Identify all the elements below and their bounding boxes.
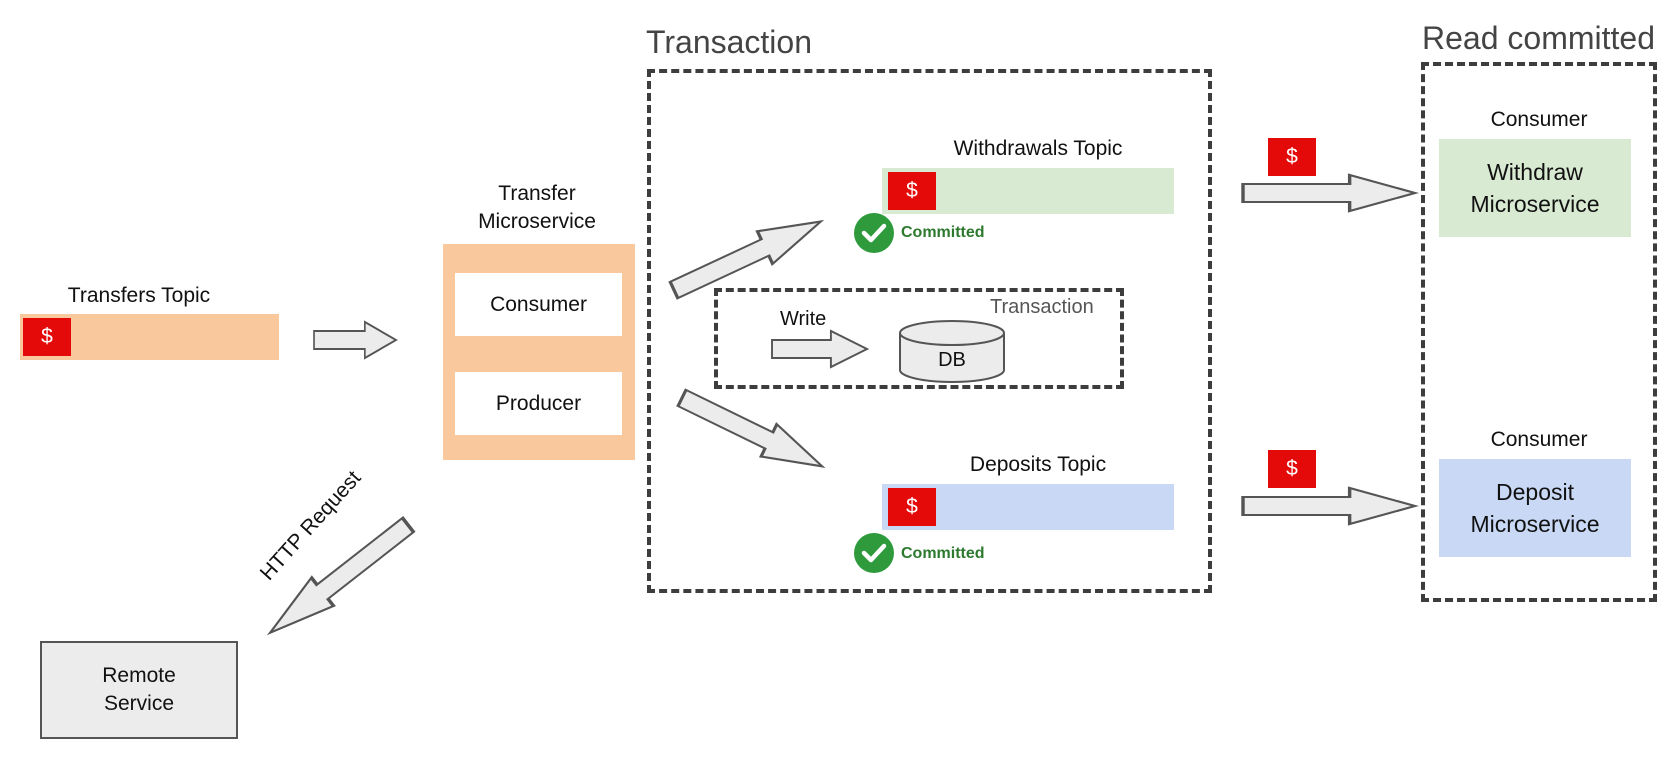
database-icon <box>899 320 1005 383</box>
transfer-consumer-box: Consumer <box>455 273 622 336</box>
deposit-incoming-dollar: $ <box>1268 450 1316 488</box>
withdraw-microservice-line2: Microservice <box>1470 191 1600 217</box>
transaction-title: Transaction <box>646 24 812 60</box>
withdraw-consumer-label: Consumer <box>1490 108 1588 131</box>
withdrawals-topic-label: Withdrawals Topic <box>953 137 1123 160</box>
db-label: DB <box>938 348 966 371</box>
deposits-topic-label: Deposits Topic <box>969 453 1107 476</box>
deposit-microservice-line2: Microservice <box>1470 511 1600 537</box>
deposit-consumer-label: Consumer <box>1490 428 1588 451</box>
write-label: Write <box>780 308 827 330</box>
read-committed-boundary <box>1421 62 1657 602</box>
arrow-deposits-to-consumer-icon <box>1241 486 1417 526</box>
transaction-boundary <box>647 69 1212 593</box>
withdrawals-check-icon <box>854 213 894 253</box>
transfer-producer-box: Producer <box>455 372 622 435</box>
transfer-service-title: Transfer Microservice <box>462 180 612 236</box>
transfers-topic-label: Transfers Topic <box>67 284 211 307</box>
inner-transaction-boundary <box>714 288 1124 389</box>
arrow-http-request-icon <box>257 509 421 649</box>
deposit-microservice-line1: Deposit <box>1496 479 1574 505</box>
deposits-committed-label: Committed <box>901 545 985 562</box>
deposit-microservice-box: Deposit Microservice <box>1439 459 1631 557</box>
transfer-service-title-line2: Microservice <box>478 210 596 233</box>
remote-service-box: Remote Service <box>40 641 238 739</box>
arrow-withdrawals-to-consumer-icon <box>1241 173 1417 213</box>
deposits-check-icon <box>854 533 894 573</box>
arrow-transfers-to-service-icon <box>313 321 397 359</box>
withdrawals-message-dollar: $ <box>888 172 936 210</box>
withdraw-incoming-dollar: $ <box>1268 138 1316 176</box>
withdrawals-committed-label: Committed <box>901 224 985 241</box>
inner-transaction-title: Transaction <box>990 296 1094 318</box>
remote-service-line2: Service <box>103 692 175 715</box>
deposits-message-dollar: $ <box>888 488 936 526</box>
withdraw-microservice-box: Withdraw Microservice <box>1439 139 1631 237</box>
read-committed-title: Read committed <box>1422 20 1655 56</box>
transfer-service-title-line1: Transfer <box>498 182 576 205</box>
withdraw-microservice-line1: Withdraw <box>1487 159 1583 185</box>
remote-service-line1: Remote <box>102 664 176 687</box>
transfers-message-dollar: $ <box>23 318 71 356</box>
